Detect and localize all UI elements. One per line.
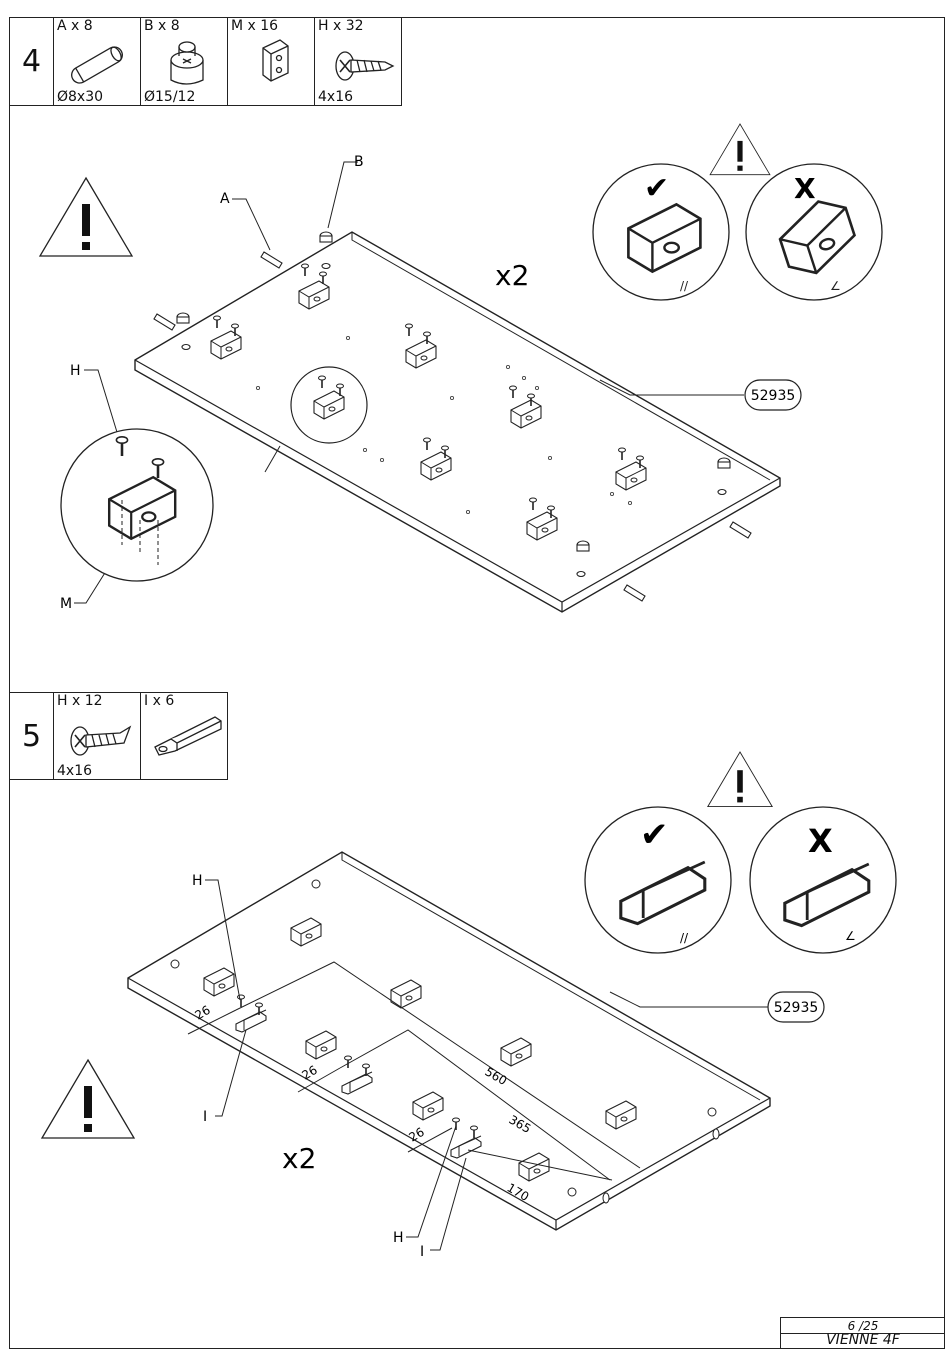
dim-26-c: 26 [407, 1125, 427, 1145]
correct-example-step4: ✔ // [592, 163, 730, 301]
dimension-lines-step5 [187, 961, 641, 1181]
part-a-label: A x 8 [57, 18, 93, 34]
panel-step4 [134, 231, 781, 613]
warning-icon [707, 751, 773, 808]
part-b-size: Ø15/12 [144, 89, 196, 105]
callout-lines-step5 [205, 879, 768, 1251]
holes-step5 [170, 879, 720, 1204]
part-m-cell: M x 16 [227, 17, 315, 106]
svg-text:✔: ✔ [640, 815, 669, 855]
panel-step5 [127, 851, 771, 1231]
svg-text:52935: 52935 [774, 1000, 819, 1016]
panel-code-badge-step4: 52935 [744, 379, 802, 411]
svg-text:✔: ✔ [644, 171, 669, 206]
detail-circle-step4 [60, 428, 214, 582]
part-h5-cell: H x 12 4x16 [53, 692, 141, 780]
dowel-icon [71, 46, 123, 84]
part-h-cell: H x 32 4x16 [314, 17, 402, 106]
svg-text://: // [680, 931, 689, 945]
dim-26-a: 26 [193, 1003, 213, 1023]
wrong-example-step5: X ∠ [749, 806, 897, 954]
part-m-label: M x 16 [231, 18, 279, 34]
callout-i-bottom: I [420, 1244, 424, 1260]
part-a-cell: A x 8 Ø8x30 [53, 17, 141, 106]
wrong-example-step4: X ∠ [745, 163, 883, 301]
warning-icon [39, 177, 133, 257]
callout-lines-step4 [74, 161, 744, 604]
correct-example-step5: ✔ // [584, 806, 732, 954]
part-h-label: H x 32 [318, 18, 364, 34]
page-footer: 6 /25 VIENNE 4F [780, 1317, 945, 1349]
callout-h: H [70, 363, 81, 379]
part-b-cell: B x 8 Ø15/12 [140, 17, 228, 106]
bracket-icon [262, 39, 289, 82]
part-i-cell: I x 6 [140, 692, 228, 780]
callout-i-left: I [203, 1109, 207, 1125]
svg-text:X: X [808, 822, 833, 860]
callout-a: A [220, 191, 230, 207]
warning-icon [41, 1059, 135, 1139]
warning-icon [709, 123, 771, 176]
part-i-label: I x 6 [144, 693, 175, 709]
step5-number: 5 [9, 692, 54, 780]
part-a-size: Ø8x30 [57, 89, 104, 105]
part-h5-label: H x 12 [57, 693, 103, 709]
callout-m: M [60, 596, 72, 612]
svg-text://: // [680, 279, 689, 293]
screw-icon [70, 725, 132, 756]
svg-text:∠: ∠ [845, 929, 856, 943]
step4-parts-table: 4 A x 8 Ø8x30 B x 8 [9, 17, 402, 106]
callout-b: B [354, 154, 364, 170]
zoom-marker [290, 366, 368, 444]
callout-h-bottom: H [393, 1230, 404, 1246]
cam-lock-icon [170, 41, 204, 85]
multiplier-step5: x2 [282, 1142, 316, 1175]
part-h-size: 4x16 [318, 89, 354, 105]
step4-number: 4 [9, 17, 54, 106]
svg-text:X: X [794, 172, 816, 205]
holes-step4 [255, 335, 633, 515]
multiplier-step4: x2 [495, 259, 529, 292]
screw-icon [335, 51, 395, 81]
svg-text:52935: 52935 [751, 388, 796, 404]
callout-h-top: H [192, 873, 203, 889]
product-name: VIENNE 4F [826, 1332, 900, 1348]
magnet-catch-icon [154, 716, 222, 756]
footer-divider [781, 1333, 945, 1334]
dowels-step4 [153, 231, 752, 602]
page-frame [9, 17, 945, 1349]
step5-parts-table: 5 H x 12 4x16 I x 6 [9, 692, 228, 780]
part-h5-size: 4x16 [57, 763, 93, 779]
part-b-label: B x 8 [144, 18, 180, 34]
dim-26-b: 26 [300, 1063, 320, 1083]
page-number: 6 /25 [847, 1319, 879, 1333]
svg-text:∠: ∠ [830, 279, 841, 293]
panel-code-badge-step5: 52935 [767, 991, 825, 1023]
